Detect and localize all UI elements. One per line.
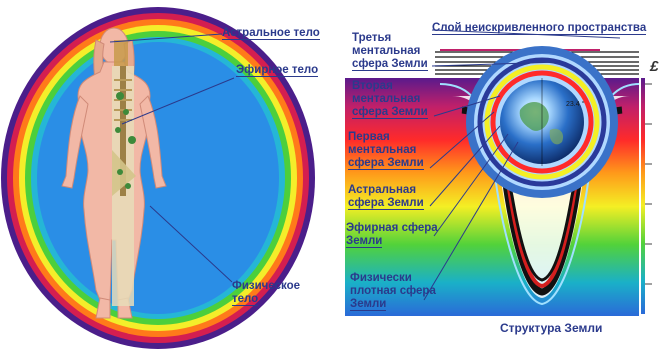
pointer-physical [149,205,233,283]
label-second-mental-sphere: Вторая ментальная сфера Земли [352,80,428,119]
scale-symbol: £ [650,58,659,75]
pointer-third-mental [431,61,561,67]
aura-figure [1,7,315,349]
earth-structure [345,29,652,316]
label-unwarped-space: Слой неискривленного пространства [432,22,647,35]
sphere-ring-blue [477,57,607,187]
pointer-second-mental [433,95,501,117]
pointer-first-mental [429,111,495,169]
label-etheric-sphere: Эфирная сфера Земли [346,222,438,248]
scale-bar [641,78,645,314]
label-third-mental-sphere: Третья ментальная сфера Земли [352,32,428,71]
label-first-mental-sphere: Первая ментальная сфера Земли [348,131,424,170]
label-etheric-body: Эфирное тело [236,64,319,77]
skeleton-overlay [112,40,136,306]
label-astral-sphere: Астральная сфера Земли [348,184,424,210]
organ-spots [115,92,136,189]
scale-ticks [645,83,652,285]
sphere-ring-red [490,70,594,174]
pointer-etheric-sphere [433,133,509,237]
caption-earth-structure: Структура Земли [500,321,603,335]
arm-left [61,95,89,189]
continent [519,101,549,131]
pointer-etheric [121,77,235,125]
continent-2 [549,128,564,145]
arm-right [139,95,167,189]
sphere-ring-yellow [484,64,600,180]
globe-annotation: 23.4 ° [566,101,585,108]
pointer-astral-sphere [429,125,501,207]
pointer-physical-sphere [423,141,519,301]
pointer-astral [109,33,223,43]
pointer-unwarped [431,29,621,39]
label-astral-body: Астральное тело [222,27,320,40]
label-physical-sphere: Физически плотная сфера Земли [350,272,436,311]
label-physical-body: Физическое тело [232,280,301,306]
